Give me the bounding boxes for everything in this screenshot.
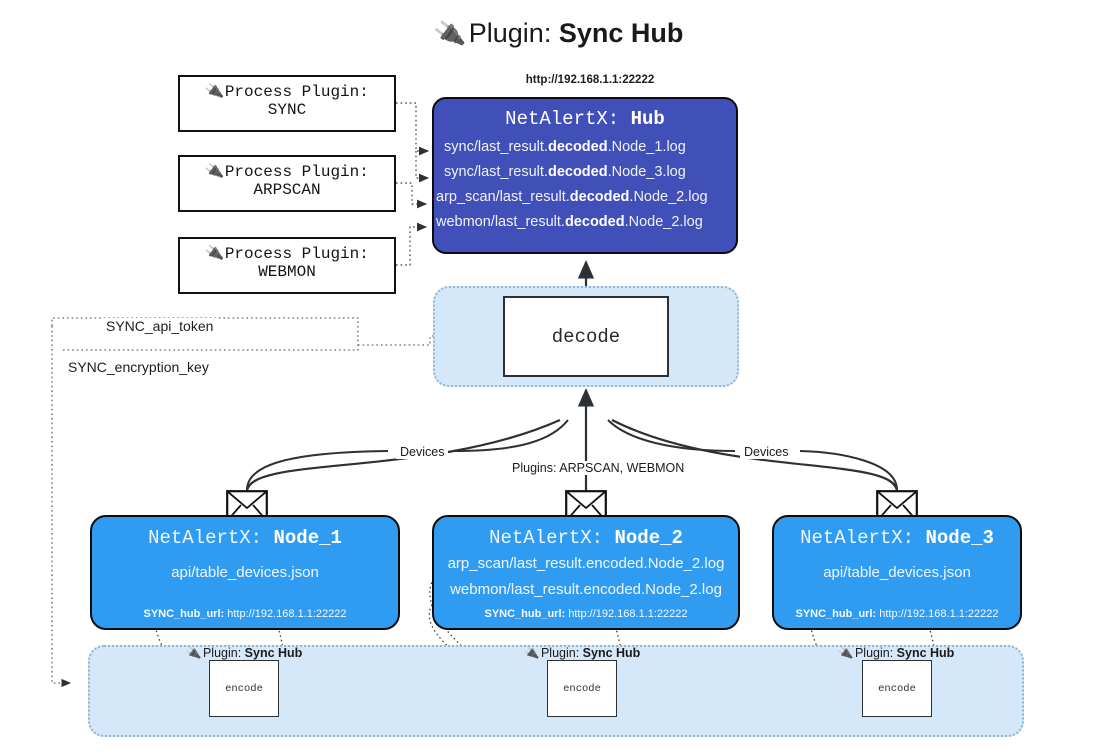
- hub-log-row: sync/last_result.decoded.Node_1.log: [444, 139, 686, 155]
- node-resource-row: api/table_devices.json: [823, 564, 971, 581]
- plugin-tag-1: 🔌Plugin: Sync Hub: [185, 645, 303, 661]
- hub-log-row: arp_scan/last_result.decoded.Node_2.log: [436, 188, 708, 205]
- process-plugin-label: 🔌Process Plugin:: [204, 162, 369, 183]
- process-plugin-box-arpscan[interactable]: 🔌Process Plugin: ARPSCAN: [178, 155, 396, 212]
- plug-icon: 🔌: [204, 244, 225, 265]
- process-plugin-label: 🔌Process Plugin:: [204, 244, 369, 265]
- node-title: NetAlertX: Node_1: [148, 527, 342, 549]
- plugin-tag-2: 🔌Plugin: Sync Hub: [523, 645, 641, 661]
- node-resource-row: api/table_devices.json: [171, 564, 319, 581]
- process-plugin-label: 🔌Process Plugin:: [204, 82, 369, 103]
- node-resource-row: webmon/last_result.encoded.Node_2.log: [450, 581, 722, 599]
- node-resource-row: arp_scan/last_result.encoded.Node_2.log: [447, 555, 725, 572]
- encode-box-2[interactable]: encode: [547, 660, 617, 717]
- node-title: NetAlertX: Node_2: [489, 527, 683, 549]
- process-plugin-value: ARPSCAN: [253, 181, 321, 200]
- plug-icon: 🔌: [204, 82, 225, 103]
- decode-box[interactable]: decode: [503, 296, 669, 377]
- node-box-1[interactable]: NetAlertX: Node_1 api/table_devices.json…: [90, 515, 400, 630]
- node-hub-url: SYNC_hub_url: http://192.168.1.1:22222: [484, 608, 688, 620]
- plug-icon: 🔌: [204, 162, 225, 183]
- edge-label-devices-left: Devices: [396, 445, 449, 459]
- node-box-3[interactable]: NetAlertX: Node_3 api/table_devices.json…: [772, 515, 1022, 630]
- process-plugin-value: SYNC: [267, 101, 307, 120]
- hub-log-row: sync/last_result.decoded.Node_3.log: [444, 163, 686, 180]
- sync-api-token-label: SYNC_api_token: [102, 318, 218, 334]
- plug-icon: 🔌: [185, 645, 202, 661]
- plug-icon: 🔌: [431, 17, 467, 51]
- node-box-2[interactable]: NetAlertX: Node_2 arp_scan/last_result.e…: [432, 515, 740, 630]
- encode-box-1[interactable]: encode: [209, 660, 279, 717]
- node-hub-url: SYNC_hub_url: http://192.168.1.1:22222: [143, 608, 347, 620]
- hub-box[interactable]: NetAlertX: Hub sync/last_result.decoded.…: [432, 97, 738, 254]
- page-title-value: Sync Hub: [558, 18, 684, 48]
- node-title: NetAlertX: Node_3: [800, 527, 994, 549]
- encode-box-3[interactable]: encode: [862, 660, 932, 717]
- process-plugin-value: WEBMON: [258, 263, 316, 282]
- page-title: 🔌Plugin: Sync Hub: [0, 17, 1117, 51]
- plug-icon: 🔌: [523, 645, 540, 661]
- node-hub-url: SYNC_hub_url: http://192.168.1.1:22222: [795, 608, 999, 620]
- edge-label-devices-right: Devices: [740, 445, 793, 459]
- hub-log-row: webmon/last_result.decoded.Node_2.log: [436, 213, 703, 230]
- sync-encryption-key-label: SYNC_encryption_key: [64, 359, 213, 375]
- page-title-label: Plugin:: [468, 18, 552, 48]
- hub-title: NetAlertX: Hub: [505, 108, 665, 130]
- edge-label-plugins-center: Plugins: ARPSCAN, WEBMON: [508, 461, 689, 475]
- hub-url-label: http://192.168.1.1:22222: [525, 74, 655, 86]
- process-plugin-box-webmon[interactable]: 🔌Process Plugin: WEBMON: [178, 237, 396, 294]
- plug-icon: 🔌: [837, 645, 854, 661]
- process-plugin-box-sync[interactable]: 🔌Process Plugin: SYNC: [178, 75, 396, 132]
- plugin-tag-3: 🔌Plugin: Sync Hub: [837, 645, 955, 661]
